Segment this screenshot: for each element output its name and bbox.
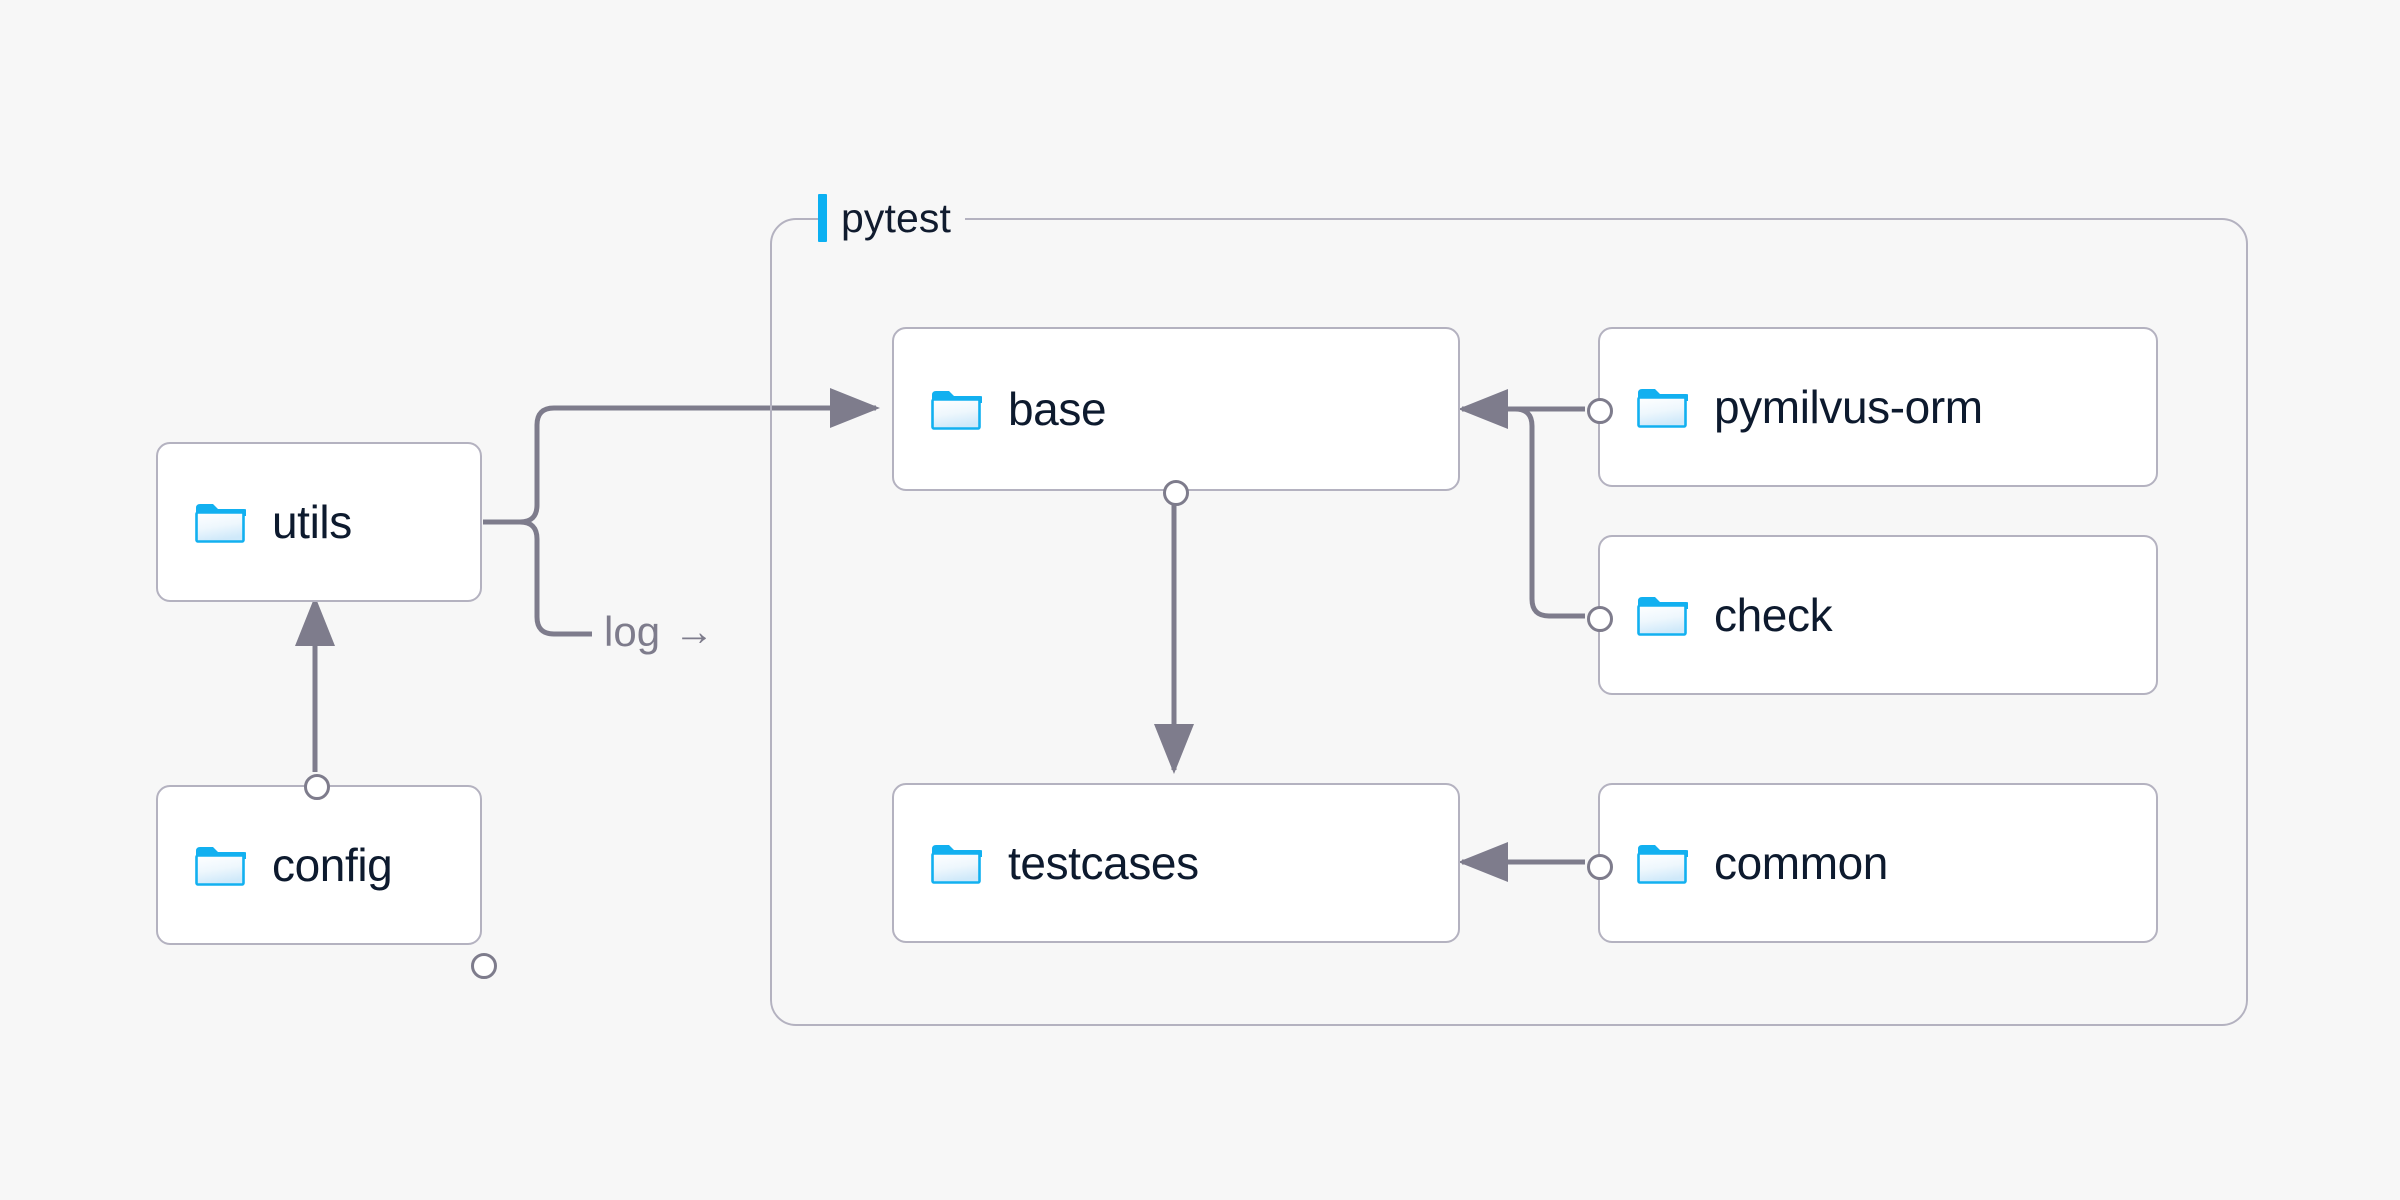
folder-icon xyxy=(931,845,982,884)
node-label: testcases xyxy=(1008,837,1199,889)
port-base-bottom[interactable] xyxy=(1163,480,1189,506)
node-label: pymilvus-orm xyxy=(1714,381,1983,433)
folder-icon xyxy=(195,847,246,886)
node-label: config xyxy=(272,839,393,891)
port-pymilvus-orm-left[interactable] xyxy=(1587,398,1613,424)
node-label: check xyxy=(1714,589,1833,641)
node-common[interactable]: common xyxy=(1587,783,2158,943)
arrow-right-icon: → xyxy=(674,610,715,654)
edge-utils-to-log xyxy=(483,519,592,637)
node-config[interactable]: config xyxy=(156,774,482,945)
node-pymilvus-orm[interactable]: pymilvus-orm xyxy=(1587,327,2158,487)
edge-label-log-text: log xyxy=(604,608,661,655)
node-label: base xyxy=(1008,383,1107,435)
group-container-pytest[interactable] xyxy=(770,218,2248,1026)
port-check-left[interactable] xyxy=(1587,606,1613,632)
port-config-top[interactable] xyxy=(304,774,330,800)
folder-icon xyxy=(1637,845,1688,884)
folder-icon xyxy=(1637,597,1688,636)
port-utils-right[interactable] xyxy=(471,953,497,979)
node-utils[interactable]: utils xyxy=(156,442,497,979)
group-title: pytest xyxy=(841,195,951,241)
folder-icon xyxy=(1637,389,1688,428)
node-label: common xyxy=(1714,837,1888,889)
folder-icon xyxy=(195,504,246,543)
port-common-left[interactable] xyxy=(1587,854,1613,880)
group-label-pytest: pytest xyxy=(818,190,965,246)
group-accent-bar xyxy=(818,194,827,242)
node-check[interactable]: check xyxy=(1587,535,2158,695)
node-testcases[interactable]: testcases xyxy=(892,783,1460,943)
edge-label-log: log → xyxy=(604,608,714,656)
node-label: utils xyxy=(272,496,352,548)
folder-icon xyxy=(931,391,982,430)
node-base[interactable]: base xyxy=(892,327,1460,506)
